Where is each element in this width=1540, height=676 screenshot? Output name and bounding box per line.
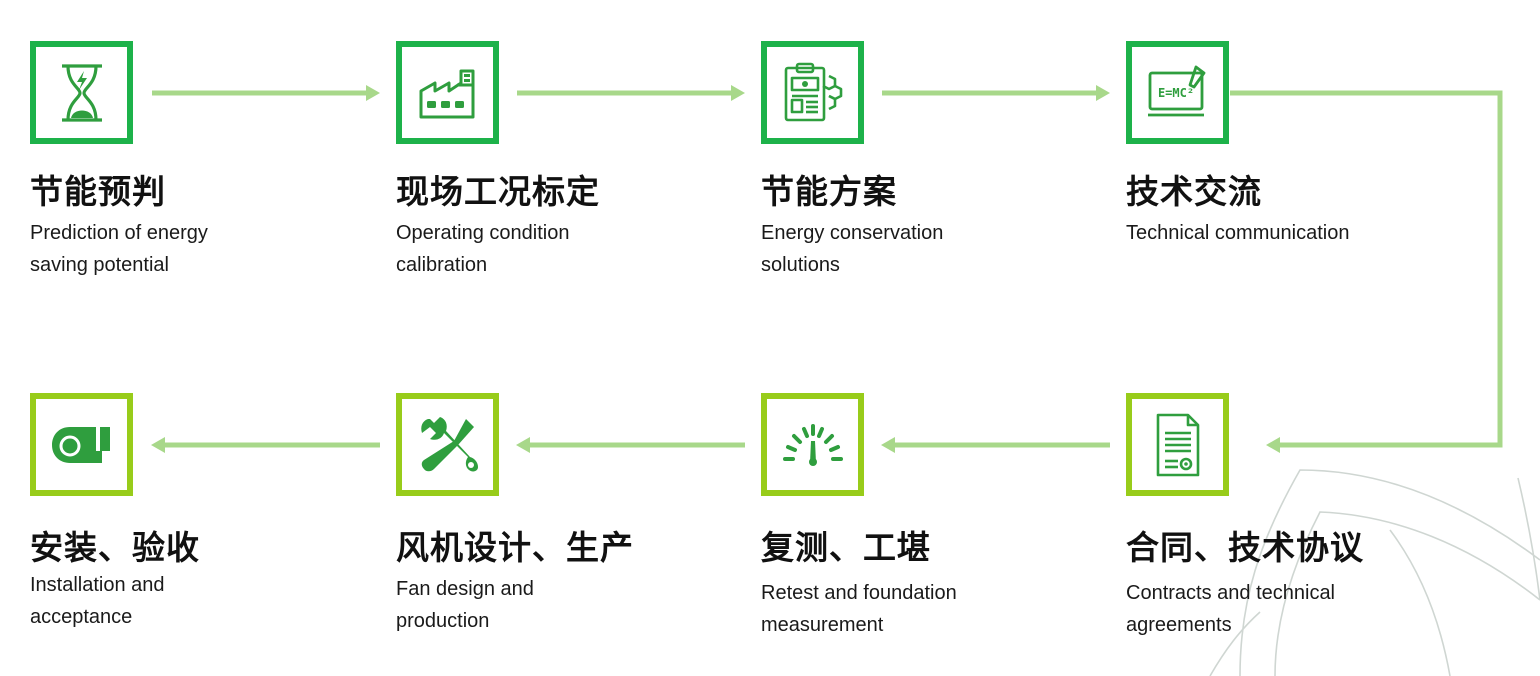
step-title-en: Contracts and technical agreements [1126,582,1336,636]
clipboard-plan-icon [784,62,842,121]
step-title-en: Energy conservation solutions [761,222,944,276]
step-title-cn: 风机设计、生产 [396,528,634,567]
arrowhead-7-8 [151,437,165,453]
arrowhead-2-3 [731,85,745,101]
contract-document-icon [1156,413,1199,476]
arrowhead-6-7 [516,437,530,453]
hourglass-energy-icon [61,63,102,122]
step-icon-box [396,41,499,144]
factory-icon [419,69,474,118]
arrowhead-4-5 [1266,437,1280,453]
step-icon-box [1126,393,1229,496]
step-title-en: Fan design and production [396,578,534,632]
blackboard-formula-icon: E=MC² [1147,65,1205,116]
step-title-cn: 复测、工堪 [761,528,931,567]
step-title-en: Technical communication [1126,222,1350,244]
step-title-en: Installation and acceptance [30,574,165,628]
step-icon-box [30,41,133,144]
step-title-cn: 安装、验收 [30,528,200,567]
blower-fan-icon [51,426,110,463]
step-title-cn: 节能方案 [761,172,897,211]
arrowhead-3-4 [1096,85,1110,101]
step-icon-box [761,41,864,144]
formula-text: E=MC² [1157,86,1193,100]
step-title-en: Prediction of energy saving potential [30,222,208,276]
connector-4-5 [1230,90,1503,448]
arrowhead-5-6 [881,437,895,453]
step-title-cn: 节能预判 [30,172,166,211]
step-title-cn: 现场工况标定 [396,172,600,211]
step-icon-box [30,393,133,496]
step-title-cn: 合同、技术协议 [1126,528,1364,567]
step-title-cn: 技术交流 [1126,172,1262,211]
step-icon-box [761,393,864,496]
step-icon-box: E=MC² [1126,41,1229,144]
wrench-screwdriver-icon [420,416,478,471]
step-title-en: Retest and foundation measurement [761,582,957,636]
arrowhead-1-2 [366,85,380,101]
step-title-en: Operating condition calibration [396,222,570,276]
step-icon-box [396,393,499,496]
gauge-meter-icon [782,423,843,466]
